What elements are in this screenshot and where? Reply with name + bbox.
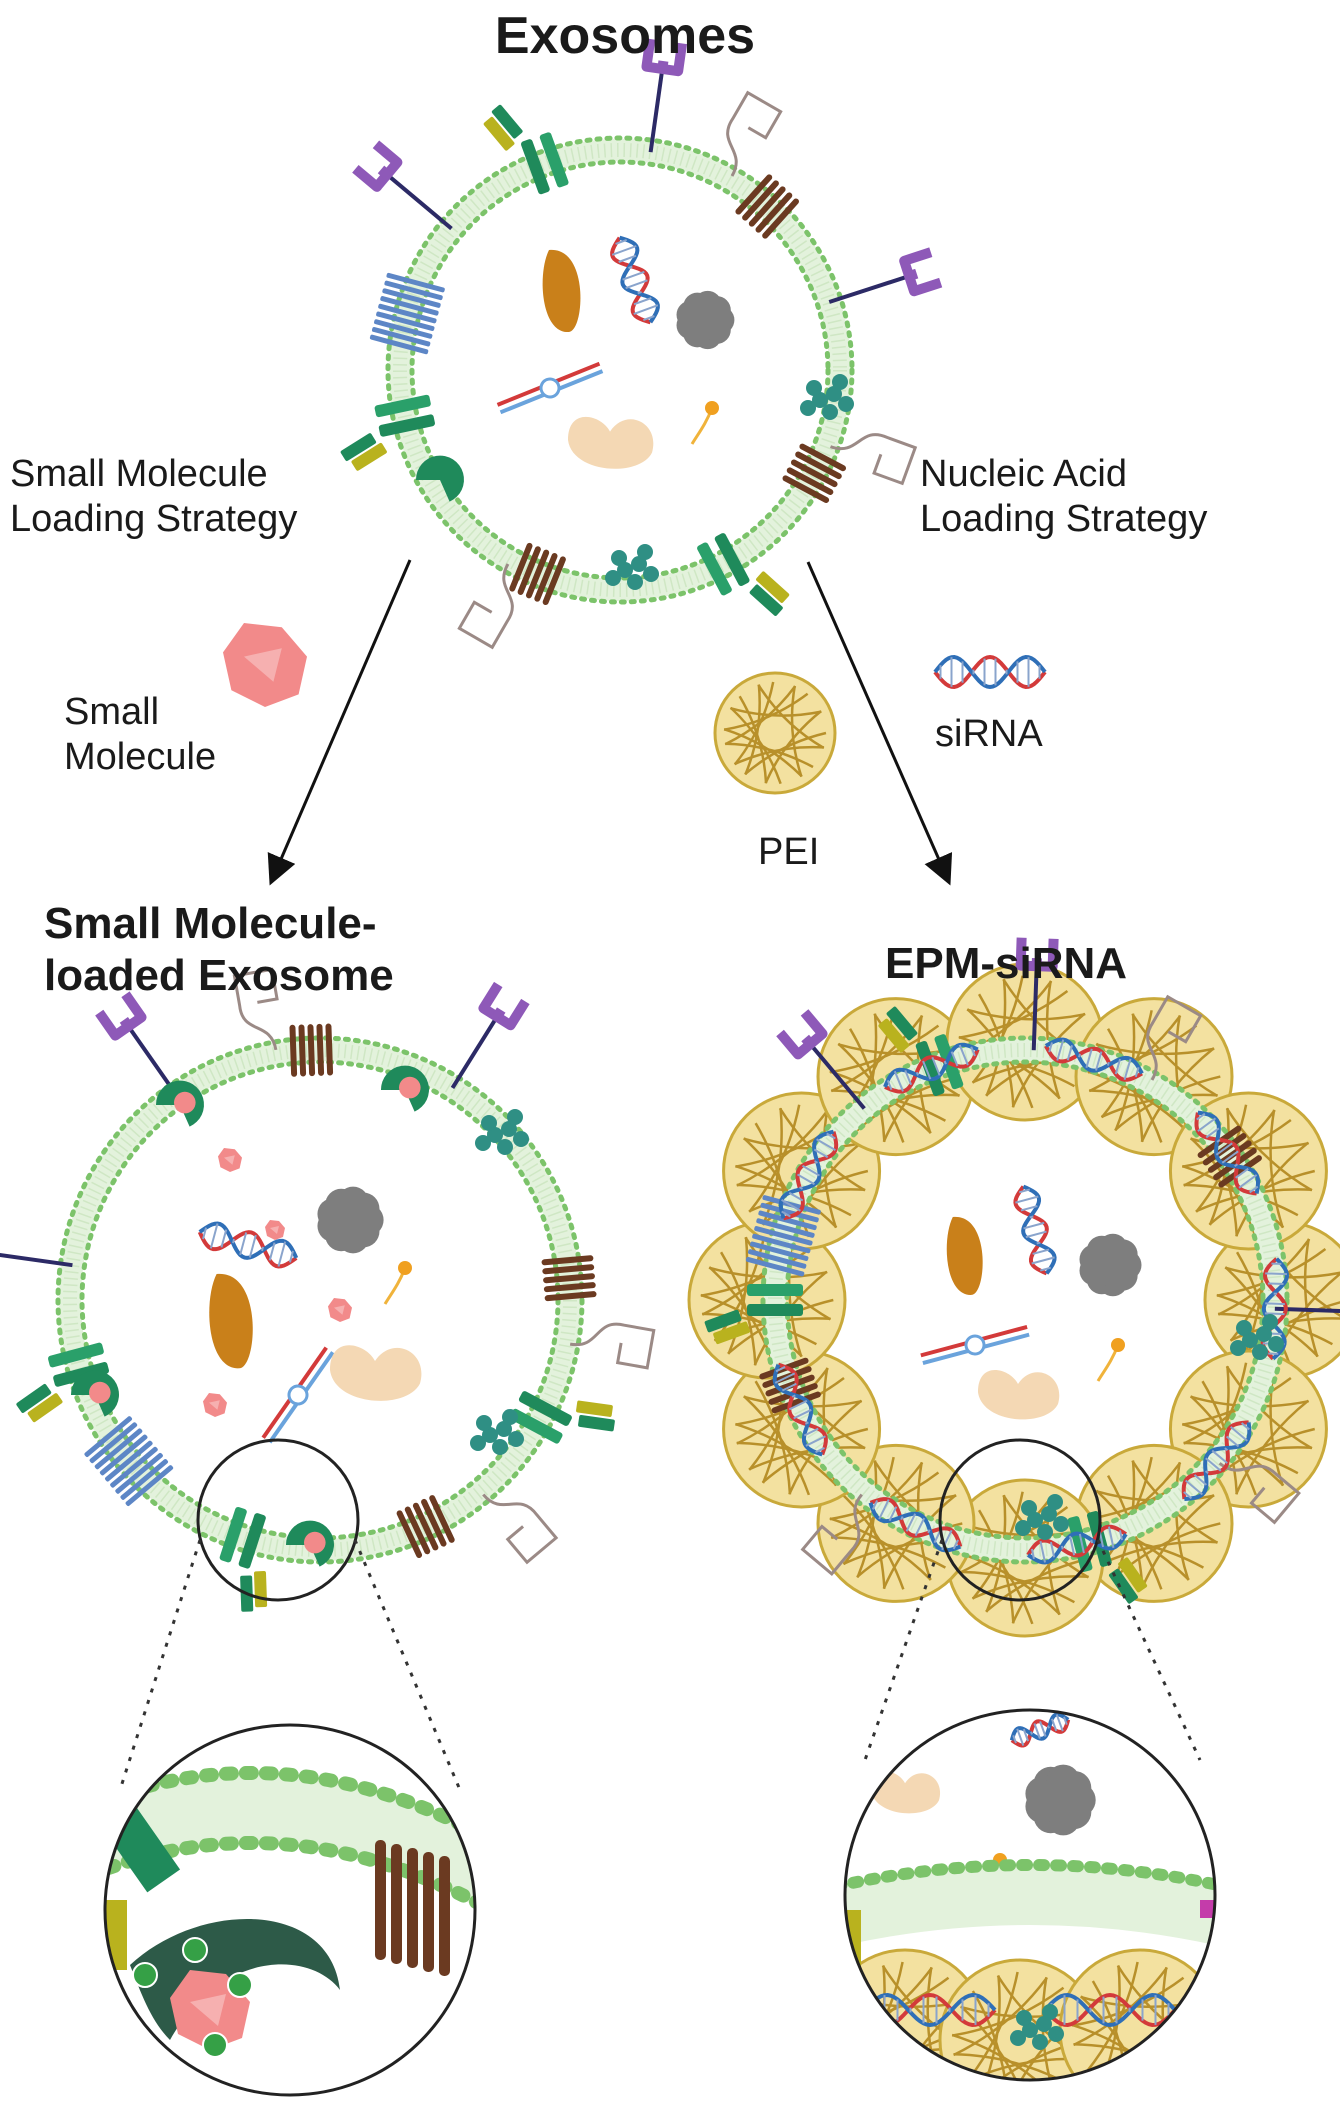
small-molecule-icon [203,1393,227,1417]
binding-protein-icon [381,1066,429,1112]
signal-molecule-icon [692,401,719,444]
bound-small-molecule-icon [304,1532,326,1554]
ligand-icon [183,1938,207,1962]
transmembrane-protein-icon [289,1023,333,1076]
gray-protein-aggregate-icon [317,1187,383,1254]
small-molecule-icon [218,1148,242,1172]
lipid-droplet-icon [330,1345,421,1401]
small-molecule-icon [265,1220,285,1240]
orange-protein-icon [947,1217,983,1295]
zoom-guide-line [120,1540,200,1790]
exosome-small-molecule-loaded [0,969,654,1619]
pei-polymer-icon [715,673,835,793]
gray-protein-aggregate-icon [1079,1234,1141,1296]
small-molecule-label: Small Molecule [64,690,216,780]
signal-molecule-icon [1098,1338,1125,1381]
nucleic-acid-helix-icon [935,657,1045,687]
inner-lipid-heads [82,1062,558,1538]
bound-small-molecule-icon [89,1382,111,1404]
pei-label: PEI [758,830,819,875]
right-strategy-label: Nucleic Acid Loading Strategy [920,452,1207,542]
orange-protein-icon [209,1274,252,1369]
nucleic-acid-helix-icon [1012,1183,1058,1276]
gray-protein-aggregate-icon [677,291,735,349]
orange-protein-icon [543,250,581,332]
small-molecule-icon [223,623,307,707]
zoom-inset-right [820,1700,1240,2100]
left-strategy-label: Small Molecule Loading Strategy [10,452,297,542]
pei-polymer-icon [1060,1950,1220,2100]
ligand-icon [203,2033,227,2057]
ligand-icon [228,1973,252,1997]
exosome-top [332,39,941,647]
y-receptor-icon [355,144,461,241]
diagram-title: Exosomes [0,6,1250,67]
bound-small-molecule-icon [174,1092,196,1114]
zoom-inset-left [90,1720,500,2100]
nucleic-acid-helix-icon [607,233,662,326]
small-molecule-icon [328,1298,352,1322]
rna-duplex-icon [259,1345,337,1445]
bound-small-molecule-icon [399,1077,421,1099]
exosome-epm-sirna [689,938,1340,1636]
left-result-title: Small Molecule- loaded Exosome [44,898,394,1002]
membrane-layer [820,1895,1240,1920]
membrane-protein-icon [105,1900,127,1970]
rna-duplex-icon [496,359,605,417]
lipid-droplet-icon [978,1370,1059,1419]
rna-duplex-icon [920,1322,1031,1368]
lipid-droplet-icon [568,417,653,469]
right-result-title: EPM-siRNA [885,938,1127,990]
signal-molecule-icon [385,1261,412,1304]
left-arrow [272,560,410,880]
ligand-icon [133,1963,157,1987]
sirna-label: siRNA [935,712,1043,757]
transmembrane-protein-icon [541,1255,596,1301]
